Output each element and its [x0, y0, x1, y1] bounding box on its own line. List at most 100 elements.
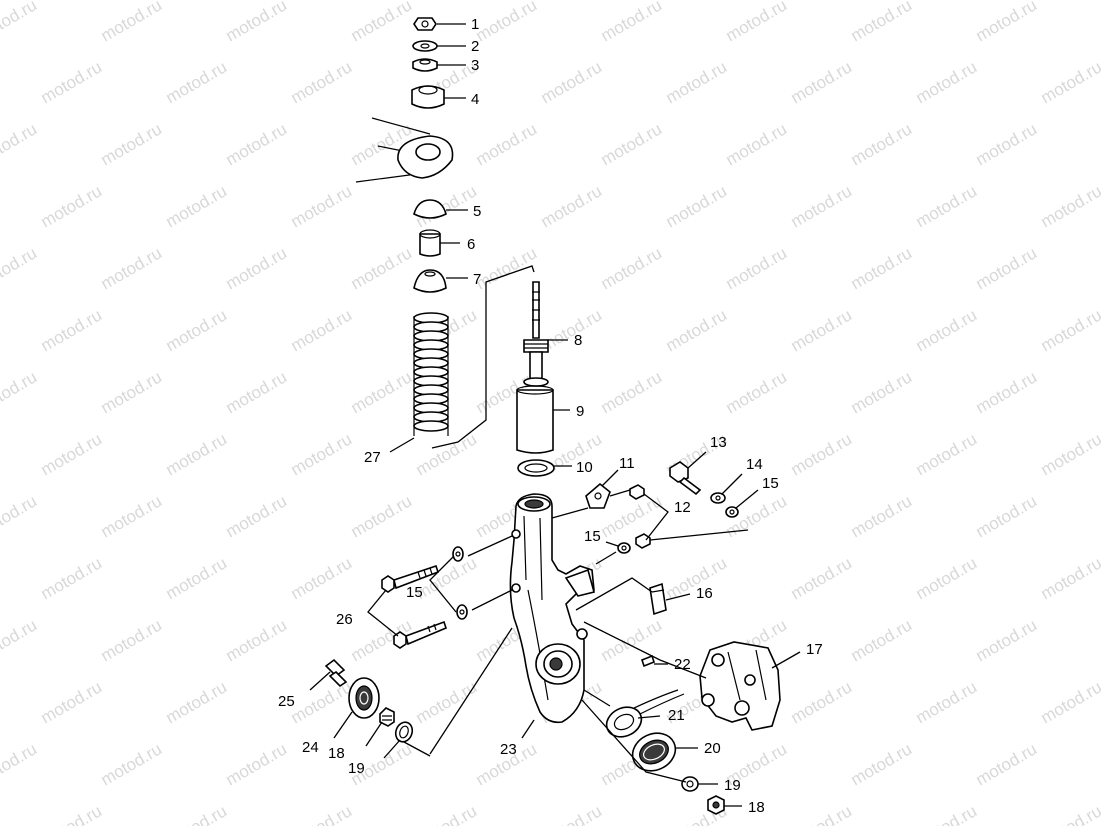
part-25-grease-cap [324, 658, 348, 688]
watermark-text: motod.ru [848, 119, 916, 169]
callout-15-mid: 15 [584, 528, 601, 545]
part-19-washer-right [681, 776, 699, 792]
part-15-washer-right [725, 506, 739, 518]
watermark-text: motod.ru [913, 429, 981, 479]
part-11-clip [585, 482, 611, 509]
watermark-text: motod.ru [288, 429, 356, 479]
watermark-text: motod.ru [348, 491, 416, 541]
watermark-text: motod.ru [413, 801, 481, 826]
watermark-text: motod.ru [1038, 553, 1101, 603]
watermark-text: motod.ru [913, 801, 981, 826]
watermark-text: motod.ru [1098, 367, 1101, 417]
watermark-text: motod.ru [723, 0, 791, 45]
watermark-text: motod.ru [848, 367, 916, 417]
watermark-text: motod.ru [473, 0, 541, 45]
watermark-text: motod.ru [163, 181, 231, 231]
watermark-text: motod.ru [223, 0, 291, 45]
watermark-text: motod.ru [848, 491, 916, 541]
part-27-spring [413, 312, 449, 438]
callout-12: 12 [674, 499, 691, 516]
part-16-pad [649, 582, 667, 616]
watermark-text: motod.ru [973, 615, 1041, 665]
watermark-text: motod.ru [288, 181, 356, 231]
watermark-text: motod.ru [973, 491, 1041, 541]
watermark-text: motod.ru [913, 305, 981, 355]
callout-16: 16 [696, 585, 713, 602]
upper-mount-plate [355, 117, 454, 183]
watermark-text: motod.ru [1098, 615, 1101, 665]
callout-17: 17 [806, 641, 823, 658]
callout-9: 9 [576, 403, 584, 420]
callout-15-left: 15 [406, 584, 423, 601]
watermark-text: motod.ru [348, 243, 416, 293]
watermark-text: motod.ru [788, 429, 856, 479]
part-23-steering-knuckle [509, 493, 595, 724]
callout-25: 25 [278, 693, 295, 710]
watermark-text: motod.ru [0, 491, 40, 541]
callout-11: 11 [619, 455, 635, 472]
part-15-washer-lower-left [456, 604, 468, 620]
watermark-text: motod.ru [788, 553, 856, 603]
watermark-text: motod.ru [288, 801, 356, 826]
watermark-text: motod.ru [913, 553, 981, 603]
watermark-text: motod.ru [0, 367, 40, 417]
callout-27: 27 [364, 449, 381, 466]
watermark-text: motod.ru [1098, 0, 1101, 45]
watermark-text: motod.ru [348, 367, 416, 417]
callout-2: 2 [471, 38, 479, 55]
spring-coil [413, 420, 449, 432]
callout-10: 10 [576, 459, 593, 476]
callout-leaders [309, 23, 801, 807]
watermark-text: motod.ru [973, 243, 1041, 293]
watermark-text: motod.ru [788, 677, 856, 727]
part-18-nut-left [379, 707, 395, 727]
callout-7: 7 [473, 271, 481, 288]
part-8-shock-rod [523, 281, 549, 353]
watermark-text: motod.ru [1038, 305, 1101, 355]
watermark-text: motod.ru [98, 119, 166, 169]
watermark-text: motod.ru [1038, 181, 1101, 231]
callout-24: 24 [302, 739, 319, 756]
watermark-text: motod.ru [1038, 677, 1101, 727]
part-4-bearing [411, 85, 445, 109]
watermark-text: motod.ru [0, 119, 40, 169]
watermark-text: motod.ru [663, 181, 731, 231]
callout-20: 20 [704, 740, 721, 757]
watermark-text: motod.ru [848, 243, 916, 293]
watermark-text: motod.ru [973, 0, 1041, 45]
watermark-text: motod.ru [98, 615, 166, 665]
watermark-text: motod.ru [973, 119, 1041, 169]
watermark-text: motod.ru [413, 677, 481, 727]
part-18-nut-right [707, 795, 725, 815]
part-15-washer-mid [617, 542, 631, 554]
callout-23: 23 [500, 741, 517, 758]
watermark-text: motod.ru [973, 367, 1041, 417]
part-17-brake-caliper [699, 641, 781, 731]
watermark-text: motod.ru [348, 0, 416, 45]
watermark-text: motod.ru [163, 305, 231, 355]
part-22-fitting [641, 654, 655, 668]
watermark-text: motod.ru [1038, 801, 1101, 826]
watermark-text: motod.ru [98, 243, 166, 293]
part-2-washer [412, 40, 438, 52]
callout-13: 13 [710, 434, 727, 451]
watermark-text: motod.ru [223, 615, 291, 665]
watermark-text: motod.ru [723, 119, 791, 169]
watermark-text: motod.ru [1098, 739, 1101, 789]
part-6-nut [419, 229, 441, 257]
watermark-text: motod.ru [723, 367, 791, 417]
watermark-text: motod.ru [1038, 57, 1101, 107]
watermark-text: motod.ru [1038, 429, 1101, 479]
watermark-text: motod.ru [223, 491, 291, 541]
callout-4: 4 [471, 91, 479, 108]
part-12-nut-lower [635, 533, 651, 549]
watermark-text: motod.ru [163, 677, 231, 727]
watermark-text: motod.ru [663, 305, 731, 355]
watermark-text: motod.ru [598, 119, 666, 169]
callout-19-right: 19 [724, 777, 741, 794]
callout-26: 26 [336, 611, 353, 628]
watermark-text: motod.ru [163, 553, 231, 603]
watermark-text: motod.ru [663, 57, 731, 107]
watermark-text: motod.ru [788, 305, 856, 355]
part-24-hub-seal [348, 677, 380, 719]
